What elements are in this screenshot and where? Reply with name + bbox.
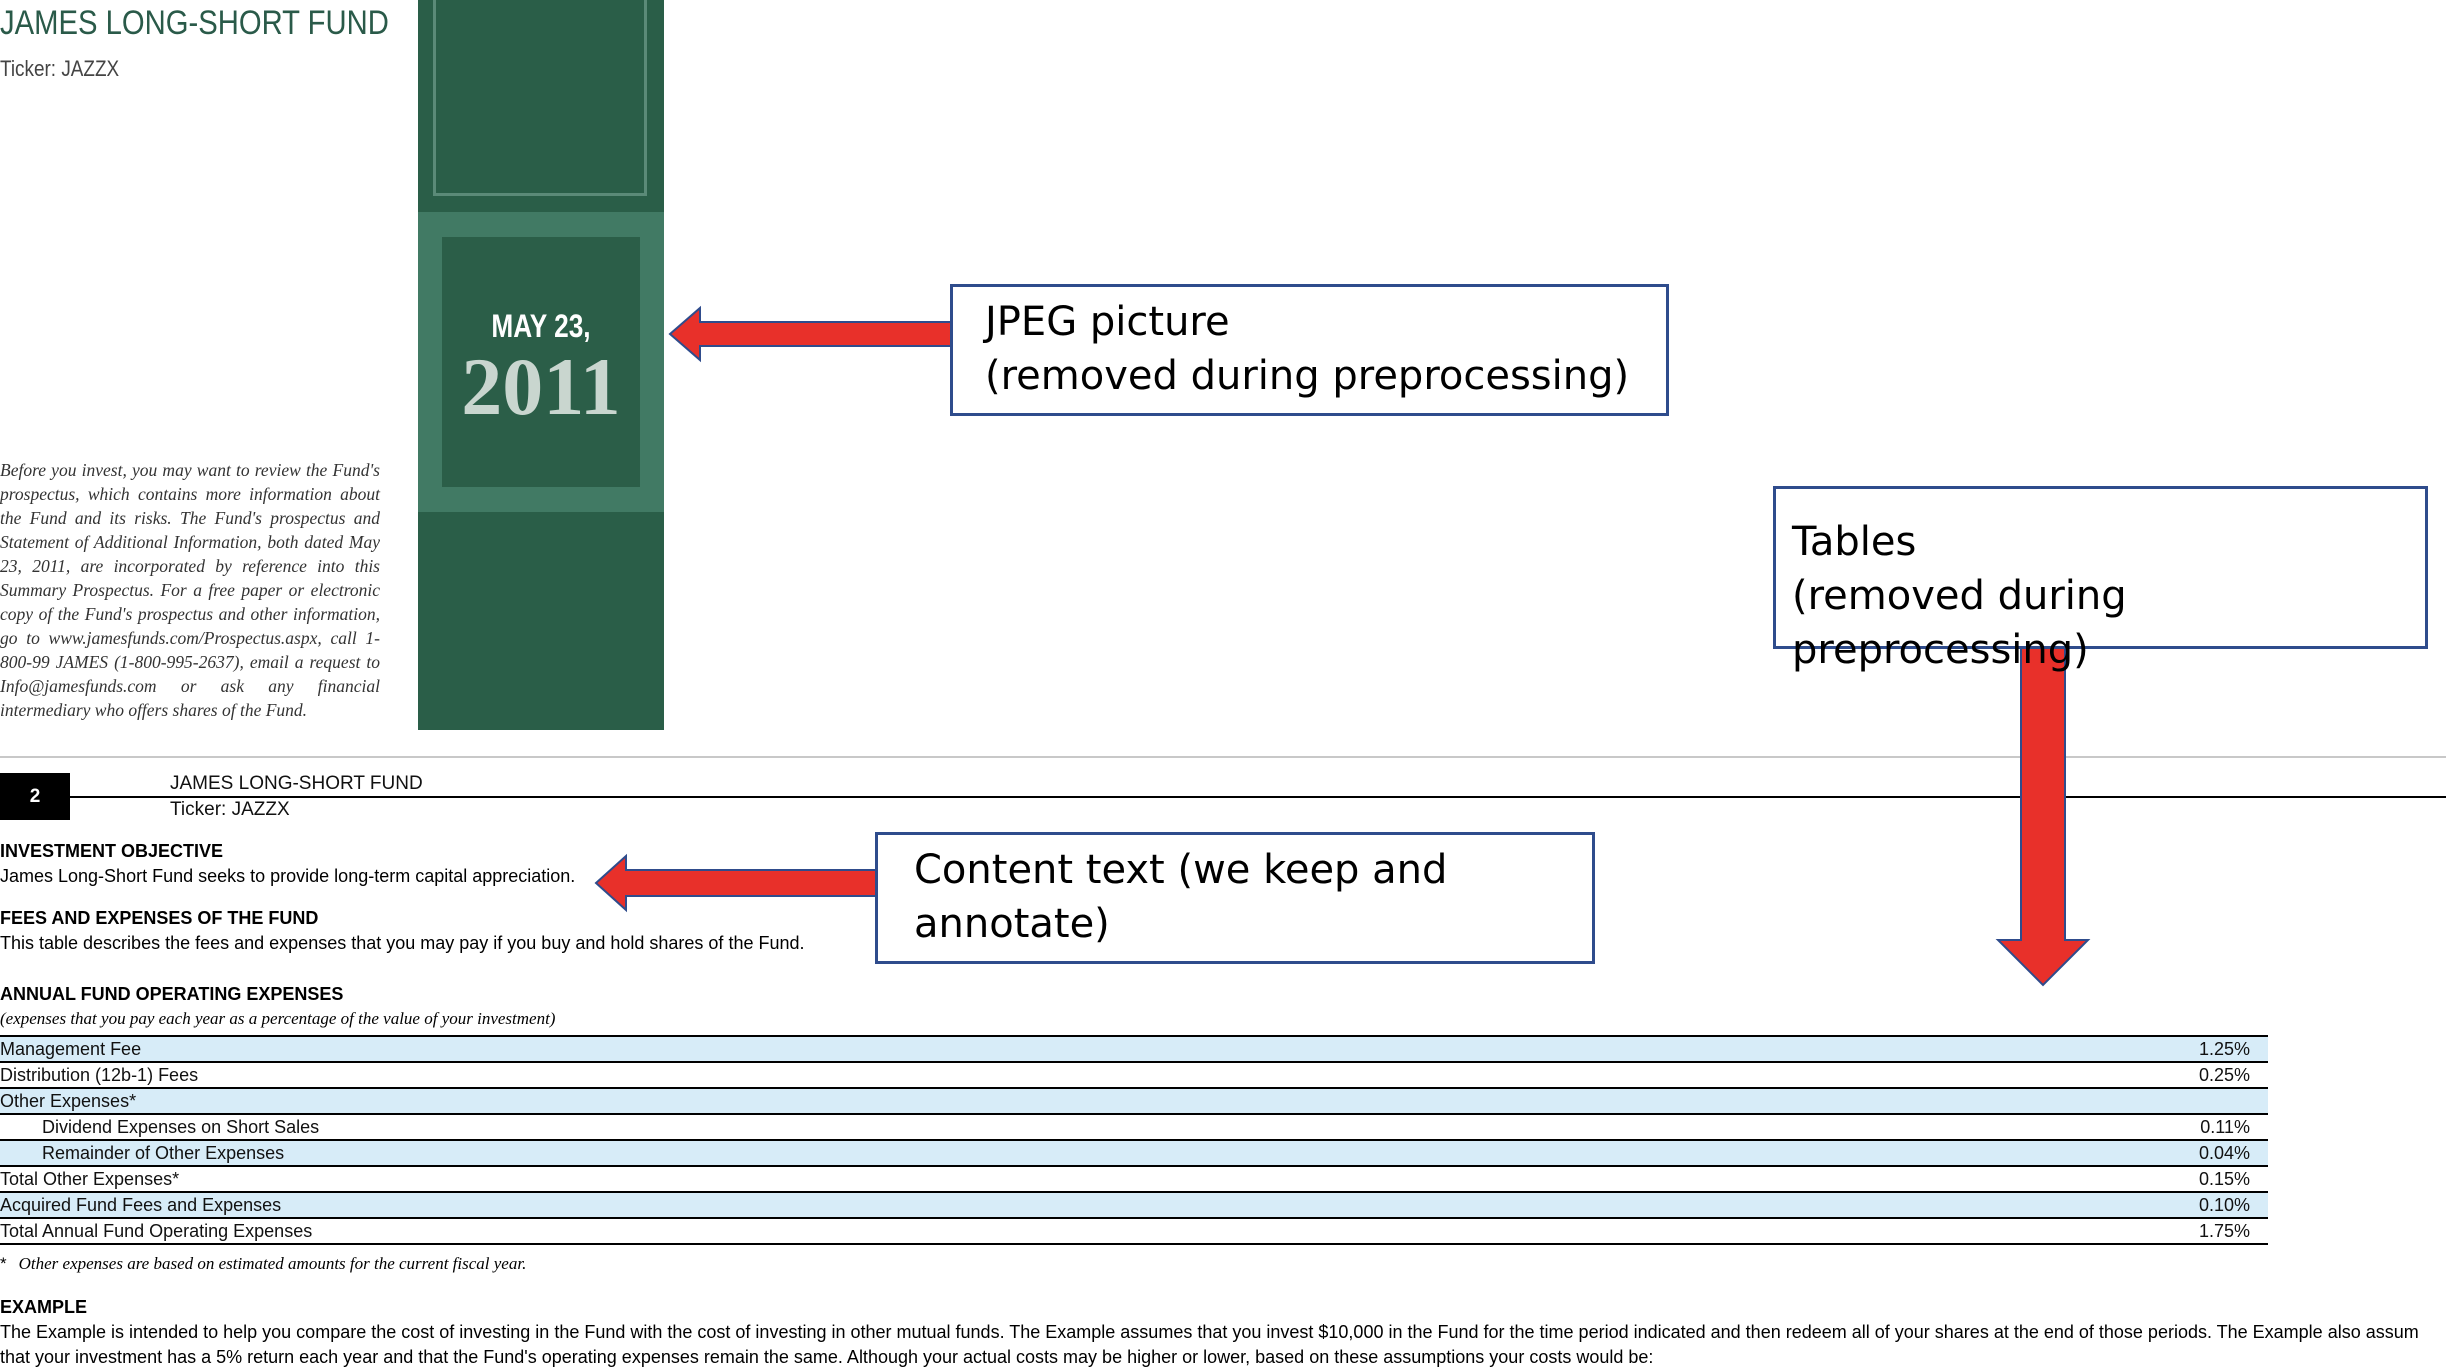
jpeg-arrow (668, 305, 953, 363)
fee-row-label: Acquired Fund Fees and Expenses (0, 1194, 282, 1215)
fee-row-label: Distribution (12b-1) Fees (0, 1064, 199, 1085)
header-fund-name: JAMES LONG-SHORT FUND (170, 773, 423, 794)
cover-year: 2011 (461, 341, 621, 432)
fee-footnote: * Other expenses are based on estimated a… (0, 1254, 526, 1274)
fund-title: JAMES LONG-SHORT FUND (0, 4, 389, 42)
tables-callout-box: Tables (removed during preprocessing) (1773, 486, 2428, 673)
intro-paragraph: Before you invest, you may want to revie… (0, 460, 380, 720)
cover-month-day: MAY 23, (491, 308, 591, 344)
annual-expenses-heading: ANNUAL FUND OPERATING EXPENSES (0, 984, 344, 1004)
footnote-mark: * (0, 1254, 7, 1273)
fees-text: This table describes the fees and expens… (0, 933, 805, 953)
fee-row-label: Remainder of Other Expenses (42, 1142, 285, 1163)
page-divider (0, 756, 2446, 758)
jpeg-callout-box: JPEG picture (removed during preprocessi… (950, 284, 1669, 416)
cover-date-panel (442, 237, 640, 487)
content-callout-box: Content text (we keep and annotate) (875, 832, 1595, 964)
fee-row-label: Management Fee (0, 1038, 142, 1059)
investment-objective-heading: INVESTMENT OBJECTIVE (0, 841, 224, 861)
example-text-line-1: The Example is intended to help you comp… (0, 1322, 2419, 1342)
fund-ticker: Ticker: JAZZX (0, 56, 120, 81)
fee-row-value: 0.11% (2200, 1116, 2250, 1137)
fee-row-label: Total Annual Fund Operating Expenses (0, 1220, 313, 1241)
fee-table-row: Remainder of Other Expenses 0.04% (0, 1141, 2268, 1167)
content-arrow (594, 853, 877, 913)
page-number: 2 (0, 773, 70, 820)
fee-row-value: 1.75% (2198, 1220, 2250, 1241)
fee-table-row: Other Expenses* (0, 1089, 2268, 1115)
fee-row-value: 0.15% (2198, 1168, 2250, 1189)
fee-table-row: Acquired Fund Fees and Expenses 0.10% (0, 1193, 2268, 1219)
header-ticker: Ticker: JAZZX (170, 799, 290, 820)
fee-row-value: 0.25% (2198, 1064, 2250, 1085)
fee-table-row: Total Annual Fund Operating Expenses 1.75… (0, 1219, 2268, 1245)
fee-table: Management Fee 1.25% Distribution (12b-1) … (0, 1035, 2268, 1245)
fee-row-value: 1.25% (2198, 1038, 2250, 1059)
fee-table-row: Distribution (12b-1) Fees 0.25% (0, 1063, 2268, 1089)
footnote-text: Other expenses are based on estimated am… (18, 1254, 527, 1273)
header-rule (70, 796, 2446, 798)
cover-frame (433, 0, 647, 196)
investment-objective-text: James Long-Short Fund seeks to provide l… (0, 866, 576, 886)
fee-table-row: Management Fee 1.25% (0, 1037, 2268, 1063)
fee-row-value: 0.04% (2198, 1142, 2250, 1163)
cover-picture: MAY 23, 2011 (418, 0, 664, 730)
fee-row-label: Other Expenses* (0, 1090, 137, 1111)
fee-table-row: Dividend Expenses on Short Sales 0.11% (0, 1115, 2268, 1141)
fees-heading: FEES AND EXPENSES OF THE FUND (0, 908, 319, 928)
example-heading: EXAMPLE (0, 1297, 88, 1317)
fee-row-label: Dividend Expenses on Short Sales (42, 1116, 320, 1137)
annual-expenses-subheading: (expenses that you pay each year as a pe… (0, 1009, 556, 1028)
fee-row-label: Total Other Expenses* (0, 1168, 180, 1189)
tables-arrow (1995, 647, 2091, 987)
fee-row-value: 0.10% (2198, 1194, 2250, 1215)
fee-table-row: Total Other Expenses* 0.15% (0, 1167, 2268, 1193)
example-text-line-2: that your investment has a 5% return eac… (0, 1347, 1654, 1367)
